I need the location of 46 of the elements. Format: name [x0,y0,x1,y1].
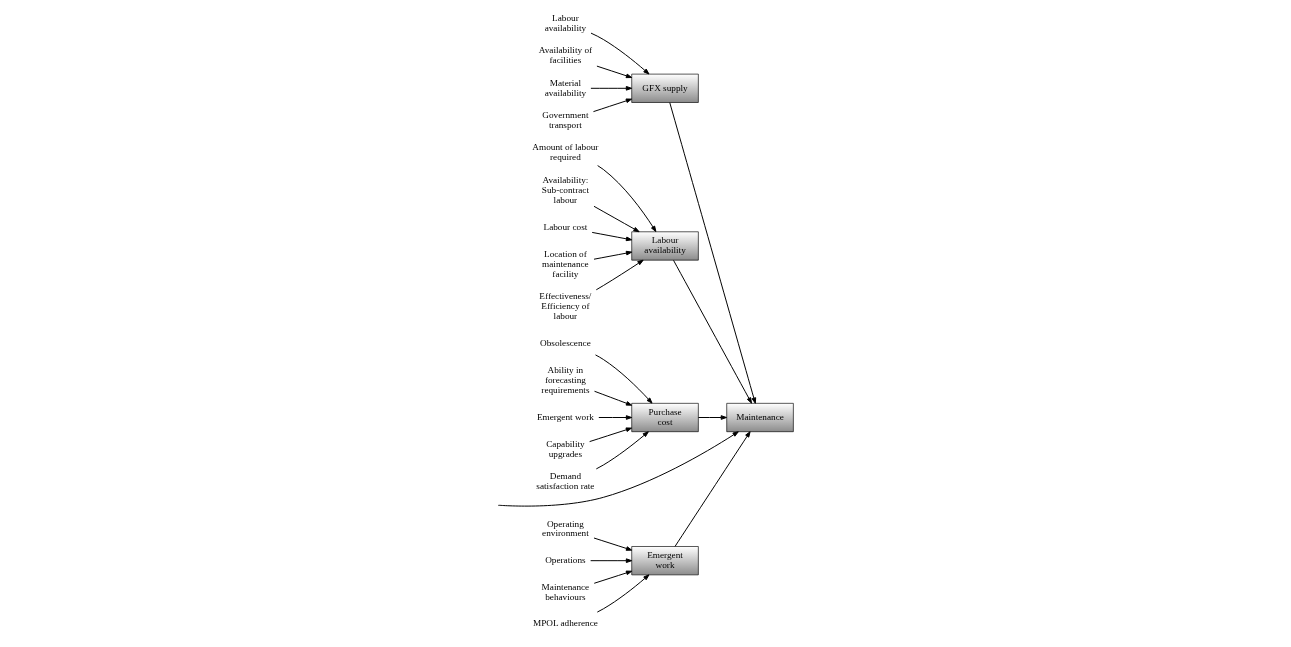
node-text: Obsolescence [539,338,591,349]
arrow [593,390,632,406]
node-text: Capability upgrades [545,438,585,459]
node-text: Ability in forecasting requirements [540,365,589,395]
arrow [593,570,632,584]
node-text: Location of maintenance facility [541,249,589,279]
arrow [498,431,739,507]
arrow [674,431,751,547]
node-box: GFX supply [630,73,699,103]
arrow [596,165,656,233]
node-text: Emergent work [536,411,594,422]
arrow [589,85,632,91]
node-box: Emergent work [630,546,699,576]
node-text: Effectiveness/ Efficiency of labour [538,291,591,322]
node-box: Maintenance [725,403,794,433]
arrow [590,32,649,75]
arrow [595,65,632,79]
node-text: Availability: Sub-contract labour [541,175,589,205]
node-text: Amount of labour required [531,142,598,163]
arrow [595,259,644,291]
node-text: Labour availability [544,13,586,34]
arrow [672,259,752,404]
arrow [592,98,632,113]
node-text: Demand satisfaction rate [535,471,594,491]
arrow [594,354,652,404]
node-text: Availability of facilities [538,45,592,66]
arrow [595,431,649,470]
node-text: Operations [544,555,586,566]
node-text: Maintenance behaviours [541,581,589,602]
arrow [593,250,632,260]
node-box: Labour availability [630,231,699,261]
node-text: Material availability [544,77,586,98]
node-text: Labour cost [543,221,587,232]
arrow [597,415,632,420]
arrow [591,231,632,242]
arrow [593,205,640,233]
arrow [697,415,727,420]
node-text: MPOL adherence [532,618,598,629]
arrow [668,102,756,404]
node-text: Government transport [541,110,588,131]
arrow [596,574,649,613]
arrow [589,558,632,564]
arrow [588,427,632,443]
node-text: Operating environment [541,518,589,539]
node-box: Purchase cost [630,403,699,433]
arrow [593,537,632,551]
